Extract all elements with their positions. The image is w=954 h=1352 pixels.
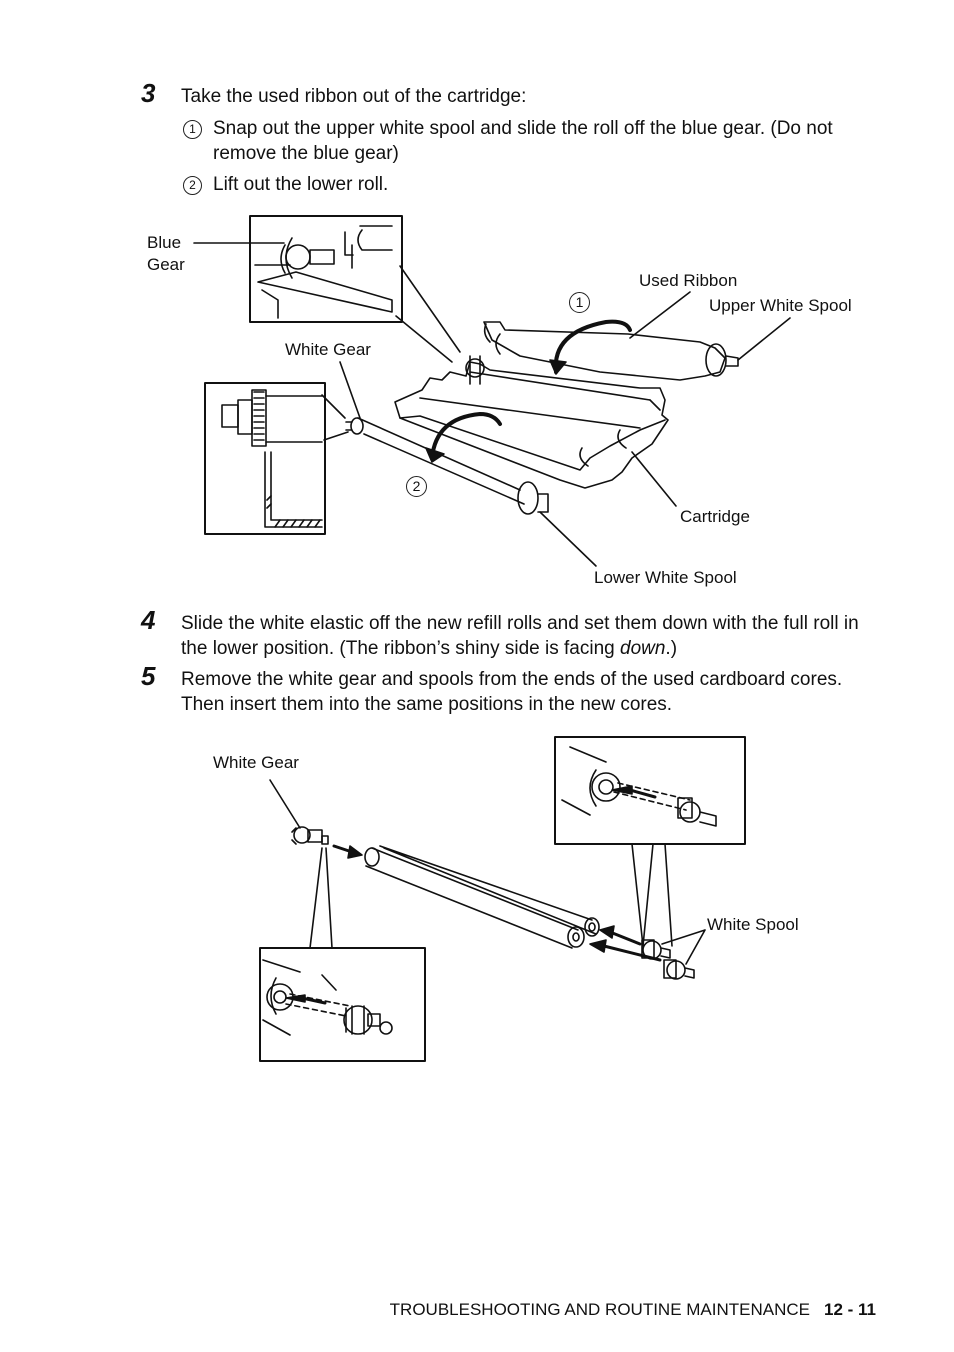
step-4-number: 4	[141, 605, 156, 635]
sub-step-2-text: Lift out the lower roll.	[213, 174, 389, 195]
label-blue-gear-line2: Gear	[147, 255, 185, 274]
footer-section-title: TROUBLESHOOTING AND ROUTINE MAINTENANCE	[389, 1300, 810, 1319]
page-footer: TROUBLESHOOTING AND ROUTINE MAINTENANCE 1…	[390, 1300, 876, 1320]
label-white-gear-fig1: White Gear	[285, 340, 371, 359]
step-4-emphasis: down	[620, 638, 666, 659]
figure-marker-2: 2	[406, 476, 427, 497]
label-lower-white-spool: Lower White Spool	[594, 568, 737, 587]
sub-step-1-marker: 1	[183, 120, 202, 139]
step-4-text-main: Slide the white elastic off the new refi…	[181, 613, 859, 659]
footer-page-number: 12 - 11	[824, 1300, 876, 1319]
step-4-text: Slide the white elastic off the new refi…	[181, 611, 881, 661]
label-white-spool: White Spool	[707, 915, 799, 934]
label-upper-white-spool: Upper White Spool	[709, 296, 852, 315]
sub-step-1-text: Snap out the upper white spool and slide…	[213, 118, 833, 164]
step-5-number: 5	[141, 661, 156, 691]
step-3-number: 3	[141, 78, 156, 108]
figure-marker-1: 1	[569, 292, 590, 313]
label-blue-gear-line1: Blue	[147, 233, 182, 252]
step-5-text: Remove the white gear and spools from th…	[181, 669, 843, 715]
sub-step-2-marker: 2	[183, 176, 202, 195]
step-3-text: Take the used ribbon out of the cartridg…	[181, 86, 527, 107]
step-4-text-end: .)	[665, 638, 678, 659]
label-used-ribbon: Used Ribbon	[639, 271, 738, 290]
label-white-gear-fig2: White Gear	[213, 753, 299, 772]
label-cartridge: Cartridge	[680, 507, 750, 526]
